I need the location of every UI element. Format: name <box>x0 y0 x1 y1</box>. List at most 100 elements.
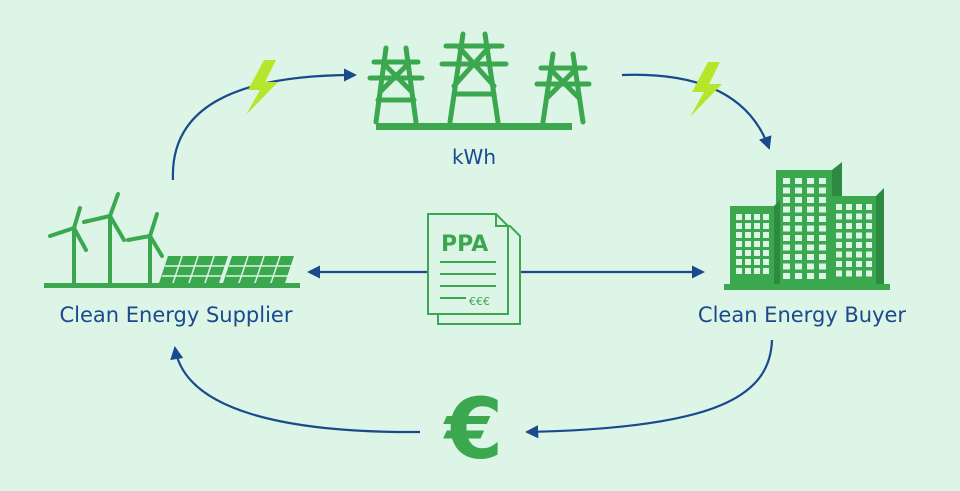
building-window <box>807 244 814 251</box>
building-window <box>836 251 842 258</box>
building-window <box>783 225 790 232</box>
building-window <box>807 206 814 213</box>
building-window <box>819 244 826 251</box>
building-window <box>807 178 814 184</box>
building-window <box>763 268 769 274</box>
lightning-bolt-icon <box>246 60 278 115</box>
building-window <box>763 223 769 229</box>
transmission-towers-icon <box>367 31 592 125</box>
building-window <box>763 241 769 247</box>
building-window <box>795 225 802 232</box>
building-window <box>745 214 751 220</box>
buyer-label: Clean Energy Buyer <box>698 303 907 327</box>
building-window <box>795 254 802 260</box>
building-window <box>866 261 872 267</box>
building-window <box>846 261 852 267</box>
ppa-title: PPA <box>441 232 488 257</box>
building-window <box>836 232 842 239</box>
building-window <box>763 259 769 265</box>
building-window <box>807 225 814 232</box>
building-window <box>819 187 826 194</box>
building-window <box>846 242 852 248</box>
building-window <box>807 263 814 270</box>
building-window <box>846 232 852 239</box>
building-window <box>856 213 862 220</box>
building-window <box>836 270 842 277</box>
building-window <box>745 223 751 229</box>
building-window <box>846 270 852 277</box>
building-window <box>754 250 760 256</box>
building-window <box>807 235 814 241</box>
building-window <box>836 242 842 248</box>
building-window <box>783 235 790 241</box>
building-window <box>856 242 862 248</box>
building-window <box>783 244 790 251</box>
building-window <box>819 216 826 222</box>
document-icon <box>427 213 521 325</box>
building-window <box>754 232 760 238</box>
building-window <box>745 250 751 256</box>
building-window <box>795 187 802 194</box>
building-window <box>856 223 862 229</box>
building-window <box>783 216 790 222</box>
wind-turbines-and-solar-panels-icon <box>44 192 300 288</box>
building-window <box>856 232 862 239</box>
building-window <box>783 273 790 279</box>
building-window <box>783 178 790 184</box>
building-window <box>819 254 826 260</box>
building-window <box>745 259 751 265</box>
building-window <box>795 273 802 279</box>
building-window <box>783 254 790 260</box>
building-window <box>754 259 760 265</box>
building-window <box>836 223 842 229</box>
grid-base <box>376 123 572 130</box>
arrow-grid-to-buyer <box>621 73 772 150</box>
ppa-currency: €€€ <box>469 295 490 308</box>
building-window <box>807 187 814 194</box>
building-window <box>846 213 852 220</box>
building-window <box>819 263 826 270</box>
office-buildings-icon <box>724 162 890 290</box>
building-window <box>795 263 802 270</box>
building-window <box>783 197 790 203</box>
building-window <box>807 273 814 279</box>
building-window <box>819 178 826 184</box>
building-window <box>754 268 760 274</box>
building-window <box>795 178 802 184</box>
building-window <box>736 232 742 238</box>
arrow-supplier-to-grid <box>171 68 357 181</box>
grid-label: kWh <box>452 145 496 169</box>
building-window <box>856 270 862 277</box>
lightning-bolt-icon <box>690 62 722 117</box>
building-window <box>736 268 742 274</box>
building-window <box>807 197 814 203</box>
building-window <box>807 216 814 222</box>
building-window <box>736 250 742 256</box>
building-window <box>745 241 751 247</box>
building-window <box>795 244 802 251</box>
euro-icon: € <box>443 380 503 478</box>
building-window <box>836 204 842 210</box>
building-window <box>736 259 742 265</box>
building-window <box>856 251 862 258</box>
building-window <box>763 250 769 256</box>
building-window <box>795 216 802 222</box>
building-window <box>866 213 872 220</box>
building-window <box>795 197 802 203</box>
building-window <box>783 187 790 194</box>
building-window <box>819 197 826 203</box>
building-window <box>836 261 842 267</box>
building-window <box>754 214 760 220</box>
building-window <box>846 251 852 258</box>
building-window <box>856 204 862 210</box>
building-window <box>866 242 872 248</box>
building-window <box>866 204 872 210</box>
arrow-payment-to-supplier <box>170 346 421 434</box>
building-window <box>866 232 872 239</box>
building-window <box>836 213 842 220</box>
building-window <box>866 251 872 258</box>
arrow-buyer-to-payment <box>525 339 774 439</box>
building-window <box>795 206 802 213</box>
building-window <box>846 204 852 210</box>
